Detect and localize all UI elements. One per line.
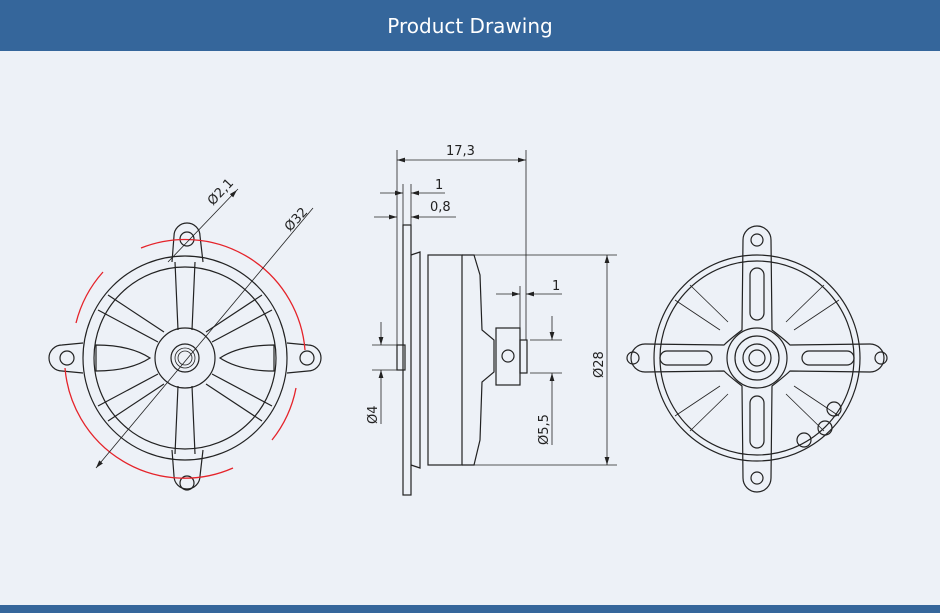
dim-shaft-dia: Ø4: [366, 405, 381, 424]
dim-hole-dia: Ø2,1: [205, 176, 237, 209]
dim-body-dia: Ø28: [592, 351, 607, 378]
dim-flange-a: 1: [435, 178, 443, 193]
dim-mount-dia: Ø32: [282, 205, 311, 235]
footer-bar: [0, 605, 940, 613]
mount-ears: [48, 222, 322, 491]
dim-length: 17,3: [446, 144, 475, 159]
rear-view: [626, 225, 888, 493]
cross-mount: [630, 225, 885, 493]
dim-hub-dia: Ø5,5: [537, 414, 552, 445]
spokes: [95, 261, 275, 455]
dim-shaft-step: 1: [552, 279, 560, 294]
page-title: Product Drawing: [387, 13, 553, 38]
red-mount-arcs: [64, 238, 306, 479]
header-bar: Product Drawing: [0, 0, 940, 51]
product-drawing: Ø2,1 Ø32 17,3 1 0,8 1 Ø4: [48, 144, 888, 496]
dim-flange-b: 0,8: [430, 200, 451, 215]
side-view: 17,3 1 0,8 1 Ø4 Ø5,5 Ø28: [366, 144, 617, 496]
front-view: Ø2,1 Ø32: [48, 176, 322, 491]
